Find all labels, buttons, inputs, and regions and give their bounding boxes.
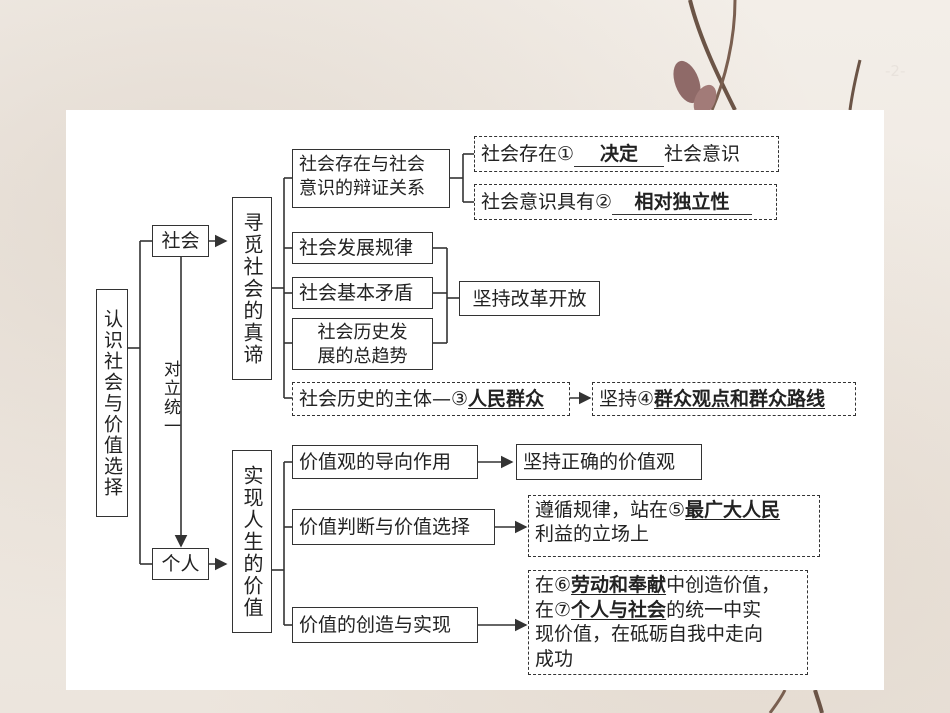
individual-node: 个人	[152, 548, 209, 580]
follow-answer: 最广大人民	[685, 499, 781, 521]
follow-box: 遵循规律，站在⑤最广大人民 利益的立场上	[528, 495, 820, 557]
value-item-create: 价值的创造与实现	[292, 607, 478, 643]
create-a2: 个人与社会	[571, 598, 667, 621]
reform-node: 坚持改革开放	[459, 281, 600, 316]
subject-answer: 人民群众	[468, 388, 545, 410]
trend-line-2: 展的总趋势	[317, 346, 408, 367]
create-p2: 中创造价值，	[666, 574, 781, 596]
value-item-guide: 价值观的导向作用	[292, 445, 478, 479]
create-p6: 成功	[535, 647, 574, 670]
subject-prefix: 社会历史的主体—③	[299, 388, 469, 410]
value-node: 实现人生的价值	[232, 450, 272, 633]
decide-answer: 决定	[574, 142, 665, 167]
correct-value-node: 坚持正确的价值观	[516, 444, 702, 480]
create-p4: 的统一中实	[666, 598, 762, 621]
relative-answer: 相对独立性	[612, 190, 753, 215]
truth-item-trend: 社会历史发 展的总趋势	[292, 318, 433, 370]
truth-node: 寻觅社会的真谛	[232, 197, 272, 380]
connector-lines	[128, 153, 592, 632]
page-number: -2-	[885, 62, 906, 80]
follow-prefix: 遵循规律，站在⑤	[535, 499, 686, 521]
truth-item-dialectic: 社会存在与社会 意识的辩证关系	[292, 149, 450, 208]
create-a1: 劳动和奉献	[571, 574, 667, 596]
create-p5: 现价值，在砥砺自我中走向	[535, 623, 764, 645]
follow-suffix: 利益的立场上	[535, 523, 650, 545]
decide-prefix: 社会存在①	[481, 143, 575, 165]
truth-item-contradiction: 社会基本矛盾	[292, 277, 433, 309]
dialectic-line-1: 社会存在与社会	[299, 154, 425, 175]
relative-box: 社会意识具有② 相对独立性	[474, 184, 777, 220]
diagram-panel: 认识社会与价值选择 社会 个人 对立统一 寻觅社会的真谛 社会存在与社会 意识的…	[66, 110, 884, 690]
decide-suffix: 社会意识	[664, 143, 741, 165]
create-box: 在⑥劳动和奉献中创造价值， 在⑦个人与社会的统一中实 现价值，在砥砺自我中走向 …	[528, 570, 808, 675]
root-node: 认识社会与价值选择	[96, 289, 128, 517]
create-p1: 在⑥	[535, 574, 572, 596]
trend-line-1: 社会历史发	[317, 322, 408, 343]
mass-line-prefix: 坚持④	[599, 388, 655, 410]
relation-label: 对立统一	[160, 360, 180, 436]
society-node: 社会	[152, 225, 209, 257]
mass-line-answer: 群众观点和群众路线	[654, 388, 826, 410]
relative-prefix: 社会意识具有②	[481, 191, 613, 213]
truth-item-law: 社会发展规律	[292, 232, 433, 264]
dialectic-line-2: 意识的辩证关系	[299, 178, 425, 199]
value-item-judgement: 价值判断与价值选择	[292, 509, 495, 545]
create-p3: 在⑦	[535, 598, 572, 621]
decide-box: 社会存在① 决定 社会意识	[474, 136, 779, 172]
